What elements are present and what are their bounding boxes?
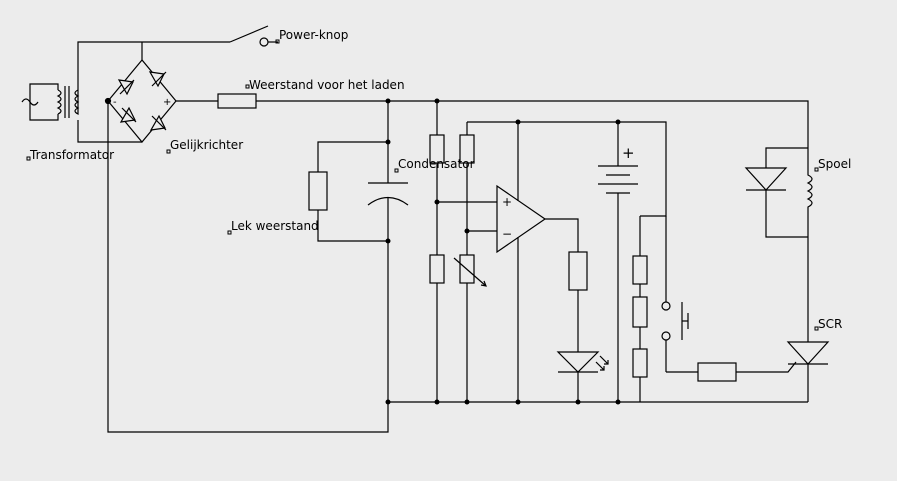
junction-dot [104,97,112,105]
opamp-minus-sign: − [502,227,512,241]
scr-thyristor [786,237,830,402]
transformer [40,41,230,143]
opamp-plus-sign: + [502,195,512,209]
bridge-minus-sign: - [113,97,117,108]
led-indicator [556,251,609,402]
battery-plus-sign: + [622,144,635,162]
gate-resistor [697,362,737,382]
power-button-label: Power-knop [279,28,348,42]
op-amp [496,122,579,402]
bridge-rectifier [107,42,389,433]
coil-label: Spoel [818,157,851,171]
ac-source [21,83,40,121]
scr-label: SCR [818,317,842,331]
transformer-label: Transformator [29,148,114,162]
resistor-chain [632,216,648,402]
push-button [661,216,698,373]
coil [744,147,813,238]
charging-resistor-label: Weerstand voor het laden [249,78,405,92]
leak-resistor-label: Lek weerstand [231,219,319,233]
label-anchors [26,39,819,331]
reference-potentiometer [453,121,667,402]
capacitor-label: Condensator [398,157,475,171]
bridge-plus-sign: + [163,97,171,108]
rectifier-label: Gelijkrichter [170,138,243,152]
junction-dots [385,98,621,405]
charging-resistor [217,93,257,109]
battery [598,122,638,402]
leak-resistor [308,141,388,242]
power-switch [229,25,278,47]
